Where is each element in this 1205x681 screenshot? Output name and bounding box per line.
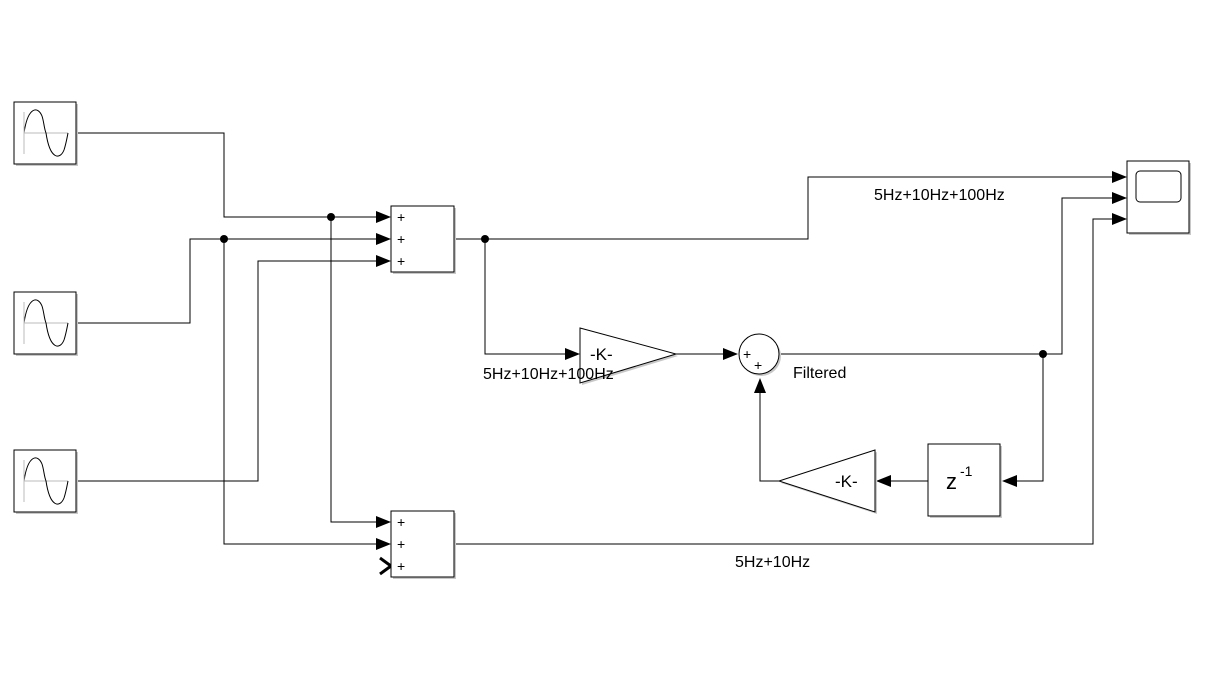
wire-sumlow-to-scope[interactable] bbox=[455, 218, 1114, 545]
scope-screen-icon bbox=[1135, 170, 1182, 203]
sum-sign: + bbox=[397, 209, 405, 225]
arrowhead bbox=[376, 516, 391, 528]
arrowhead bbox=[1112, 192, 1127, 204]
arrowheads bbox=[376, 171, 1127, 576]
gain-label: -K- bbox=[590, 345, 613, 364]
wire-filtered-to-scope[interactable] bbox=[781, 197, 1114, 355]
wire-branch-to-delay[interactable] bbox=[1016, 354, 1044, 482]
wire-branch-sine1[interactable] bbox=[330, 217, 378, 523]
sine-wave-icon bbox=[23, 457, 69, 505]
gain-label: -K- bbox=[835, 472, 858, 491]
scope-block[interactable] bbox=[1126, 160, 1191, 235]
junction-dot bbox=[327, 213, 335, 221]
wire-branch-sine2[interactable] bbox=[223, 239, 378, 545]
arrowhead bbox=[376, 538, 391, 550]
delay-base: z bbox=[946, 469, 957, 494]
junction-dots bbox=[220, 213, 1047, 358]
sine-wave-block-3[interactable] bbox=[13, 449, 78, 514]
arrowhead bbox=[376, 255, 391, 267]
arrowhead bbox=[754, 378, 766, 393]
wire-feedback-to-sum[interactable] bbox=[759, 391, 779, 482]
sine-wave-icon bbox=[23, 299, 69, 347]
sine-wave-icon bbox=[23, 109, 69, 157]
signal-label-filtered[interactable]: Filtered bbox=[793, 365, 846, 382]
gain-block-feedback[interactable]: -K- bbox=[777, 449, 877, 514]
sum-block-round[interactable]: + + bbox=[738, 333, 781, 376]
sum-sign: + bbox=[397, 253, 405, 269]
delay-exponent: -1 bbox=[960, 463, 973, 479]
arrowhead bbox=[876, 475, 891, 487]
wire-sum-to-scope[interactable] bbox=[455, 176, 1114, 240]
arrowhead bbox=[1002, 475, 1017, 487]
arrowhead bbox=[1112, 213, 1127, 225]
sum-sign: + bbox=[397, 231, 405, 247]
arrowhead bbox=[376, 233, 391, 245]
arrowhead bbox=[376, 211, 391, 223]
wire-sine2[interactable] bbox=[76, 238, 378, 324]
signal-label-gain-input[interactable]: 5Hz+10Hz+100Hz bbox=[483, 366, 614, 383]
sum-block-top[interactable]: + + + bbox=[390, 205, 456, 274]
junction-dot bbox=[1039, 350, 1047, 358]
wire-branch-to-gain[interactable] bbox=[484, 239, 566, 355]
sine-wave-block-1[interactable] bbox=[13, 101, 78, 166]
wires bbox=[76, 132, 1114, 545]
sum-sign: + bbox=[397, 558, 405, 574]
wire-sine1[interactable] bbox=[76, 132, 378, 218]
gain-block-forward[interactable]: -K- bbox=[579, 327, 678, 385]
arrowhead bbox=[723, 348, 738, 360]
sum-sign: + bbox=[754, 357, 762, 373]
unit-delay-block[interactable]: z -1 bbox=[927, 443, 1002, 518]
junction-dot bbox=[481, 235, 489, 243]
arrowhead bbox=[565, 348, 580, 360]
unconnected-port-marker bbox=[379, 556, 394, 576]
sine-wave-block-2[interactable] bbox=[13, 291, 78, 356]
junction-dot bbox=[220, 235, 228, 243]
signal-label-sum-low[interactable]: 5Hz+10Hz bbox=[735, 554, 810, 571]
sum-sign: + bbox=[743, 346, 751, 362]
sum-sign: + bbox=[397, 514, 405, 530]
sum-block-bottom[interactable]: + + + bbox=[390, 510, 456, 579]
arrowhead bbox=[1112, 171, 1127, 183]
sum-sign: + bbox=[397, 536, 405, 552]
wire-sine3[interactable] bbox=[76, 260, 378, 482]
signal-label-sum-all[interactable]: 5Hz+10Hz+100Hz bbox=[874, 187, 1005, 204]
